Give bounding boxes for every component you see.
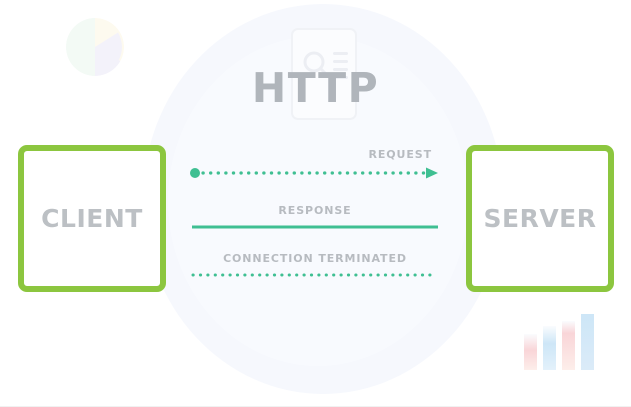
flow-connection-terminated-line: [191, 273, 439, 277]
node-client-label: CLIENT: [41, 204, 143, 233]
document-search-icon: [291, 28, 357, 120]
flow-group: REQUEST RESPONSE CONNECTION TERMINATED: [190, 148, 440, 288]
node-server[interactable]: SERVER: [466, 145, 614, 292]
flow-connection-terminated: CONNECTION TERMINATED: [190, 252, 440, 280]
pie-chart-decoration: [66, 18, 124, 76]
node-client[interactable]: CLIENT: [18, 145, 166, 292]
flow-response-label: RESPONSE: [278, 204, 352, 217]
flow-connection-terminated-label: CONNECTION TERMINATED: [223, 252, 407, 265]
flow-request-line: [190, 167, 438, 179]
page-title: HTTP: [251, 64, 380, 112]
flow-response-line: [192, 225, 438, 229]
flow-response: RESPONSE: [190, 204, 440, 232]
node-server-label: SERVER: [483, 204, 597, 233]
bar-chart-decoration: [524, 312, 596, 370]
flow-request: REQUEST: [190, 148, 440, 180]
flow-request-label: REQUEST: [368, 148, 432, 161]
